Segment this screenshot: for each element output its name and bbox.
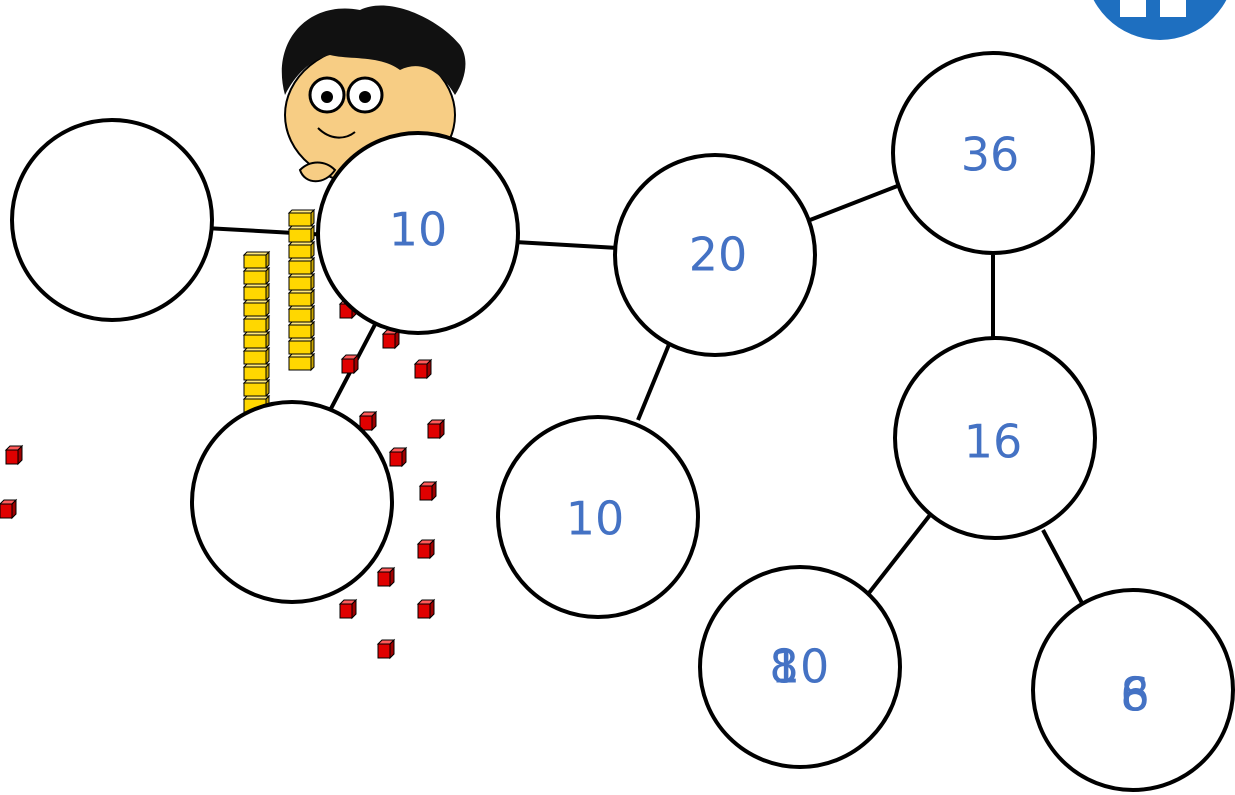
node-label: 20 xyxy=(689,228,748,282)
node-label: 16 xyxy=(964,415,1023,469)
unit-cube xyxy=(414,359,432,379)
unit-cube xyxy=(377,567,395,587)
unit-cube xyxy=(359,411,377,431)
home-badge[interactable] xyxy=(1085,0,1235,40)
ten-rod xyxy=(288,209,315,371)
bond-node-20[interactable]: 20 xyxy=(613,153,817,357)
unit-cube xyxy=(389,447,407,467)
unit-cube xyxy=(377,639,395,659)
ten-rod xyxy=(243,251,270,413)
unit-cube xyxy=(419,481,437,501)
edge xyxy=(1041,529,1085,606)
edge xyxy=(809,183,901,222)
ten-rods xyxy=(243,209,315,413)
bond-node-10-middle[interactable]: 10 xyxy=(496,415,700,619)
unit-cube xyxy=(341,354,359,374)
node-label: 6 xyxy=(1120,668,1149,722)
unit-cube xyxy=(0,499,17,519)
bond-node-36[interactable]: 36 xyxy=(891,51,1095,255)
bond-node-empty-left[interactable] xyxy=(10,118,214,322)
edges xyxy=(204,183,1085,606)
bond-node-overlapping-10-8[interactable]: 10 8 xyxy=(698,565,902,769)
unit-cube xyxy=(5,445,23,465)
node-label: 10 xyxy=(389,203,448,257)
node-label: 10 xyxy=(566,492,625,546)
bond-node-10-top[interactable]: 10 xyxy=(316,131,520,335)
unit-cube xyxy=(417,599,435,619)
unit-cube xyxy=(417,539,435,559)
edge xyxy=(636,341,672,421)
node-label: 36 xyxy=(961,128,1020,182)
home-icon xyxy=(1120,0,1186,17)
bond-node-overlapping-6-8[interactable]: 6 8 xyxy=(1031,588,1235,792)
node-label: 10 xyxy=(771,640,830,694)
unit-cube xyxy=(339,599,357,619)
node-label-overlay: 8 xyxy=(1120,668,1149,722)
unit-cube xyxy=(427,419,445,439)
bond-node-empty-lower[interactable] xyxy=(190,400,394,604)
bond-node-16[interactable]: 16 xyxy=(893,336,1097,540)
edge xyxy=(514,240,619,250)
edge xyxy=(863,513,932,600)
node-label-overlay: 8 xyxy=(769,640,798,694)
